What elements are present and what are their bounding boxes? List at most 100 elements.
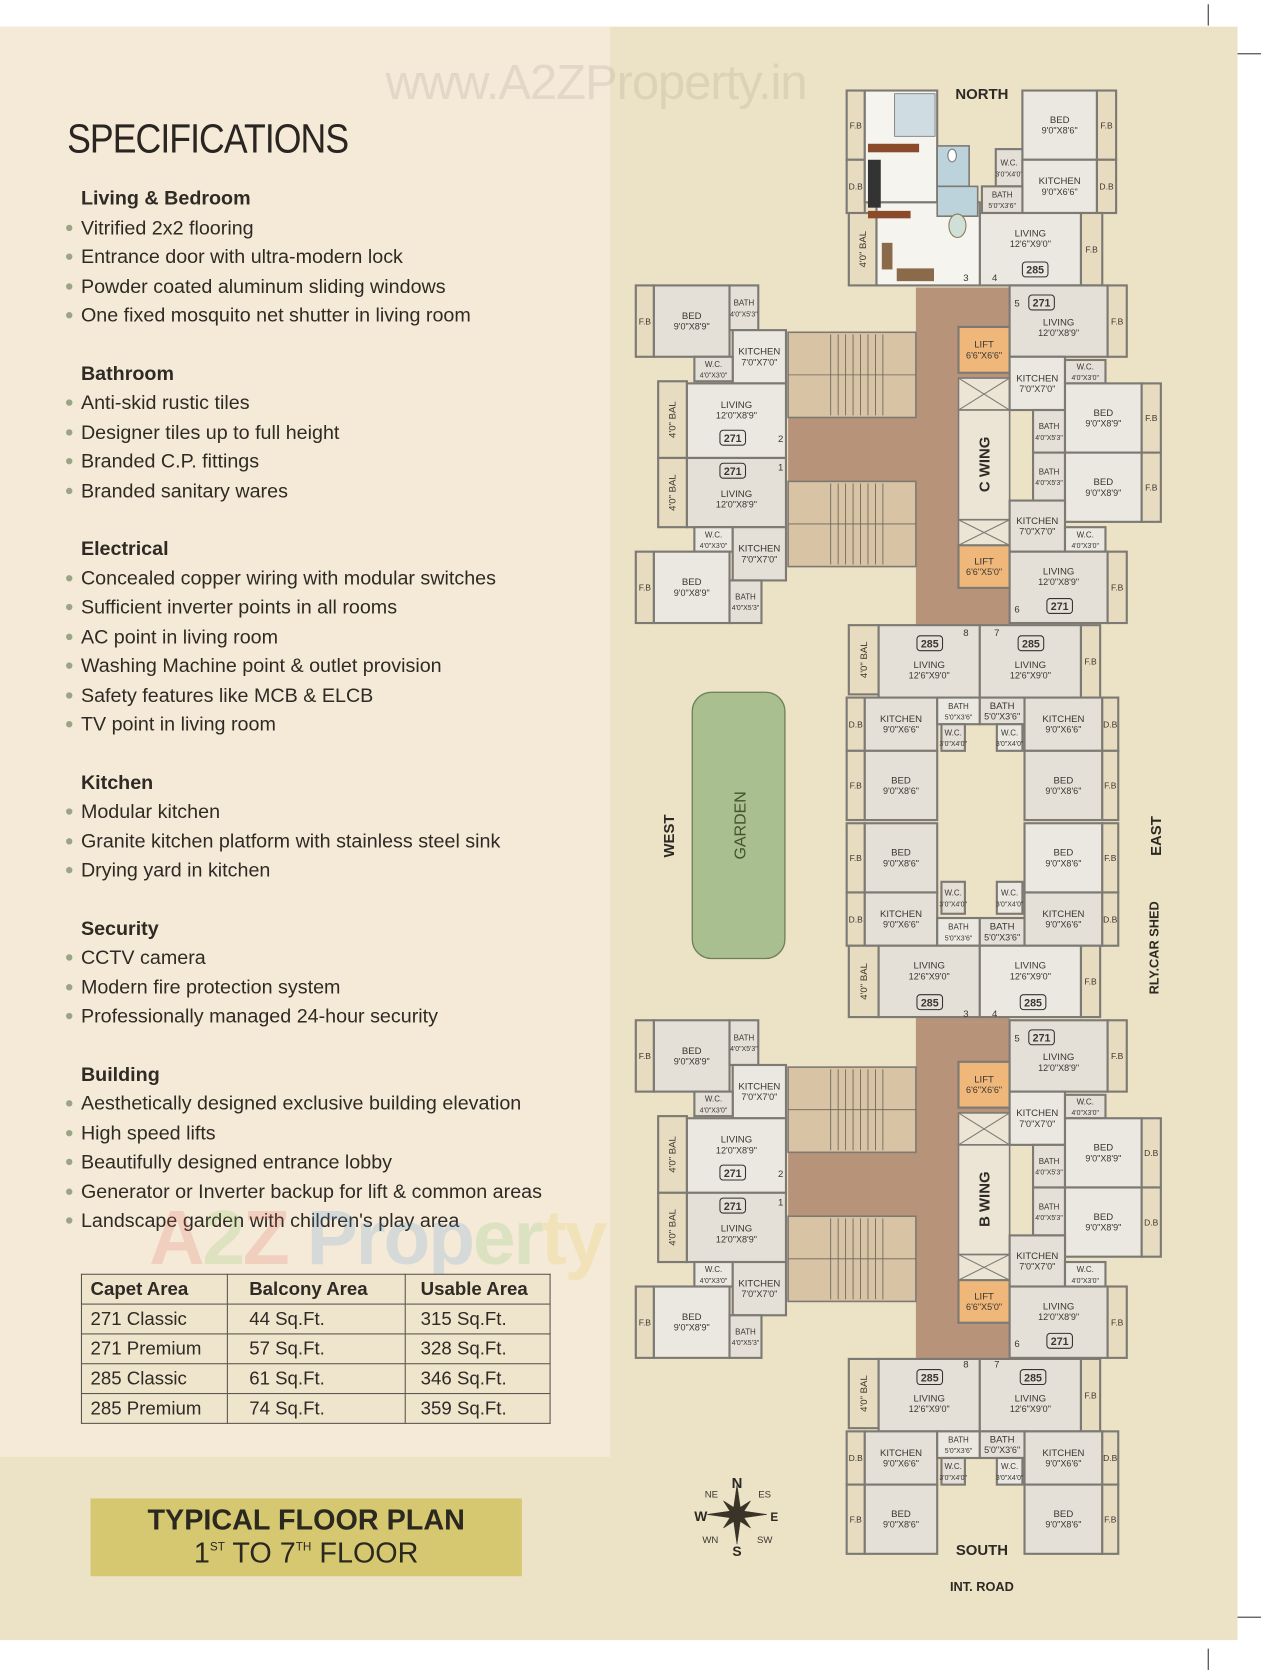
room-wall — [863, 696, 939, 752]
room-label: F.B — [1111, 1317, 1124, 1327]
room-dimensions: 4'0"X3'0" — [700, 1107, 728, 1114]
room-bal: 4'0" BAL — [847, 211, 878, 287]
bullet-icon — [66, 721, 73, 728]
room-w-c: W.C.3'0"X4'0" — [939, 880, 967, 915]
room-dimensions: 3'0"X4'0" — [996, 1475, 1024, 1482]
floor-range: 1ST TO 7TH FLOOR — [91, 1537, 522, 1570]
room-wall — [877, 624, 981, 699]
room-label: BATH — [1039, 1202, 1060, 1211]
room-f-b: F.B — [1095, 89, 1118, 161]
room-label: BATH — [735, 1327, 756, 1336]
tag-text: 285 — [921, 1372, 939, 1384]
spec-item: Branded sanitary wares — [66, 476, 620, 505]
tag-border — [916, 994, 944, 1011]
room-dimensions: 7'0"X7'0" — [1019, 1119, 1055, 1129]
room-dimensions: 12'0"X8'9" — [716, 499, 757, 509]
room-dimensions: 4'0"X5'3" — [732, 605, 760, 612]
room-label: BED — [1054, 848, 1074, 859]
room-wall — [877, 944, 981, 1019]
room-label: F.B — [850, 120, 863, 130]
north-label: NORTH — [955, 87, 1008, 103]
section-heading: Security — [80, 916, 159, 939]
room-wall — [847, 624, 880, 696]
room-wall — [1008, 1090, 1067, 1146]
bullet-icon — [66, 457, 73, 465]
room-wall — [1106, 550, 1128, 625]
tag-text: 271 — [1051, 1336, 1069, 1348]
room-label: F.B — [850, 853, 863, 863]
table-cell: 61 Sq.Ft. — [226, 1363, 406, 1395]
room-dimensions: 3'0"X4'0" — [995, 171, 1023, 178]
room-label: LIVING — [1043, 567, 1074, 578]
room-dimensions: 12'0"X8'9" — [716, 1145, 757, 1155]
room-dimensions: 5'0"X3'6" — [945, 935, 973, 942]
room-dimensions: 9'0"X8'9" — [1085, 488, 1121, 498]
room-label: F.B — [1145, 413, 1158, 423]
compass-point — [723, 1500, 741, 1518]
room-dimensions: 7'0"X7'0" — [741, 1289, 777, 1299]
tag-border — [916, 1369, 944, 1386]
tag-text: 271 — [1051, 601, 1069, 613]
room-wall — [685, 1117, 788, 1194]
room-label: BATH — [990, 701, 1015, 712]
rly-car-shed-label: RLY.CAR SHED — [1147, 901, 1162, 994]
specifications-panel — [0, 26, 611, 1457]
spec-item-text: Generator or Inverter backup for lift & … — [80, 1179, 542, 1202]
room-label: W.C. — [1077, 530, 1094, 539]
room-label: BED — [891, 848, 911, 859]
room-label: KITCHEN — [880, 714, 922, 725]
room-label: BATH — [990, 922, 1015, 933]
spec-item-text: Branded C.P. fittings — [80, 449, 260, 472]
room-dimensions: 4'0"X3'0" — [1071, 375, 1099, 382]
room-label: D.B — [849, 914, 864, 924]
unit-number: 2 — [778, 434, 783, 445]
spec-item: Drying yard in kitchen — [66, 855, 620, 884]
room-label: LIVING — [1043, 1052, 1074, 1063]
section-heading: Electrical — [80, 536, 169, 560]
room-dimensions: 12'6"X9'0" — [1010, 971, 1051, 981]
room-dimensions: 4'0"X5'3" — [1035, 480, 1063, 487]
room-d-b: D.B — [845, 696, 866, 752]
spec-item: Generator or Inverter backup for lift & … — [66, 1176, 620, 1205]
room-label: W.C. — [945, 728, 962, 737]
tag-border — [719, 1164, 747, 1181]
spec-item: CCTV camera — [66, 943, 620, 972]
room-label: BED — [682, 311, 702, 322]
room-label: D.B — [849, 1453, 864, 1463]
room-wall — [728, 579, 763, 625]
room-d-b: D.B — [1101, 891, 1120, 947]
tag-text: 271 — [724, 433, 742, 445]
room-d-b: D.B — [1140, 1117, 1162, 1189]
room-bal: 4'0" BAL — [657, 1191, 688, 1264]
room-wall — [1008, 1019, 1109, 1093]
compass-ne: NE — [705, 1489, 718, 1500]
unit-area-tag: 285 — [1019, 994, 1047, 1011]
unit-area-tag: 271 — [1028, 294, 1055, 311]
room-dimensions: 12'6"X9'0" — [1010, 239, 1051, 249]
unit-number: 4 — [992, 1009, 998, 1020]
room-label: F.B — [1084, 657, 1097, 667]
unit-area-tag: 285 — [1019, 1369, 1047, 1386]
spec-item: Landscape garden with children's play ar… — [66, 1206, 620, 1235]
room-label: F.B — [1104, 1514, 1117, 1524]
room-wall — [728, 1019, 760, 1067]
tag-border — [1046, 597, 1073, 614]
spec-item: Modular kitchen — [66, 797, 620, 826]
tag-border — [1017, 635, 1045, 652]
spec-item: Beautifully designed entrance lobby — [66, 1147, 620, 1176]
room-label: KITCHEN — [1016, 1251, 1058, 1262]
room-f-b: F.B — [1101, 822, 1120, 894]
toilet-icon — [947, 148, 957, 163]
bullet-icon — [66, 603, 73, 611]
